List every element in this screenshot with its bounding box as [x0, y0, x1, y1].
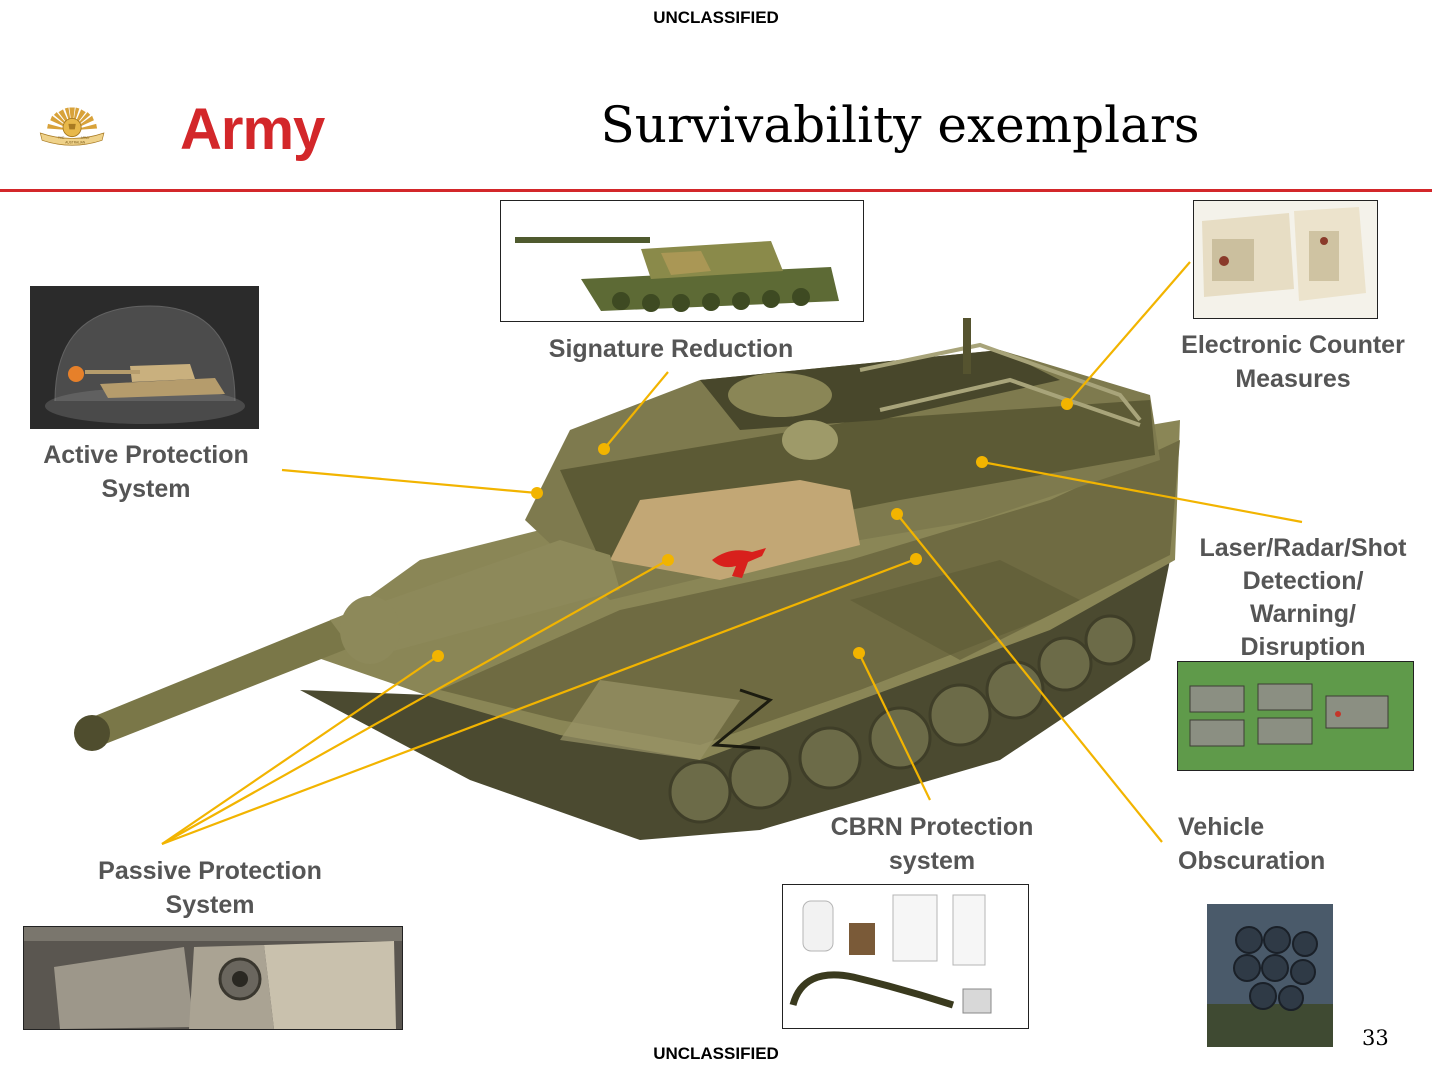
callout-lines	[161, 261, 1303, 846]
header-divider	[0, 189, 1432, 192]
label-laser-line-2: Detection/	[1242, 567, 1364, 595]
label-electronic-counter-line-1: Electronic Counter	[1181, 331, 1405, 359]
logo-ribbon-left: THE	[58, 136, 64, 140]
label-signature-reduction: Signature Reduction	[520, 332, 822, 366]
signature-reduction-photo	[500, 200, 864, 322]
label-active-protection-line-2: System	[101, 475, 191, 503]
label-active-protection-system: Active Protection System	[20, 438, 272, 506]
label-vehicle-obscuration: Vehicle Obscuration	[1178, 810, 1358, 878]
vehicle-obscuration-photo	[1207, 904, 1333, 1047]
label-laser-line-3: Warning/	[1249, 600, 1356, 628]
page-number: 33	[1362, 1026, 1389, 1050]
label-vehicle-line-1: Vehicle	[1178, 813, 1265, 841]
slide-title: Survivability exemplars	[600, 96, 1200, 154]
label-laser-line-4: Disruption	[1240, 633, 1366, 661]
classification-bottom: UNCLASSIFIED	[653, 1044, 779, 1063]
label-cbrn-protection-system: CBRN Protection system	[806, 810, 1058, 878]
logo-ribbon-center: AUSTRALIAN	[65, 140, 86, 144]
label-vehicle-line-2: Obscuration	[1178, 847, 1326, 875]
label-cbrn-line-2: system	[888, 847, 976, 875]
laser-radar-warning-photo	[1177, 661, 1414, 771]
label-passive-line-1: Passive Protection	[98, 857, 322, 885]
passive-protection-photo	[23, 926, 403, 1030]
classification-top: UNCLASSIFIED	[653, 8, 779, 27]
label-active-protection-line-1: Active Protection	[43, 441, 249, 469]
label-cbrn-line-1: CBRN Protection	[830, 813, 1034, 841]
army-wordmark: Army	[180, 97, 325, 162]
label-electronic-counter-line-2: Measures	[1235, 365, 1351, 393]
logo-ribbon-right: ARMY	[81, 136, 91, 140]
label-electronic-counter-measures: Electronic Counter Measures	[1160, 328, 1426, 396]
callout-dots	[432, 398, 1073, 662]
label-laser-line-1: Laser/Radar/Shot	[1199, 534, 1407, 562]
label-passive-line-2: System	[165, 891, 255, 919]
label-laser-radar-shot-detection: Laser/Radar/Shot Detection/ Warning/ Dis…	[1176, 532, 1430, 664]
electronic-counter-measures-photo	[1193, 200, 1378, 319]
cbrn-protection-photo	[782, 884, 1029, 1029]
label-signature-reduction-line-1: Signature Reduction	[548, 335, 794, 363]
active-protection-photo	[30, 286, 259, 429]
label-passive-protection-system: Passive Protection System	[72, 854, 348, 922]
army-rising-sun-logo: THE AUSTRALIAN ARMY	[39, 107, 105, 146]
